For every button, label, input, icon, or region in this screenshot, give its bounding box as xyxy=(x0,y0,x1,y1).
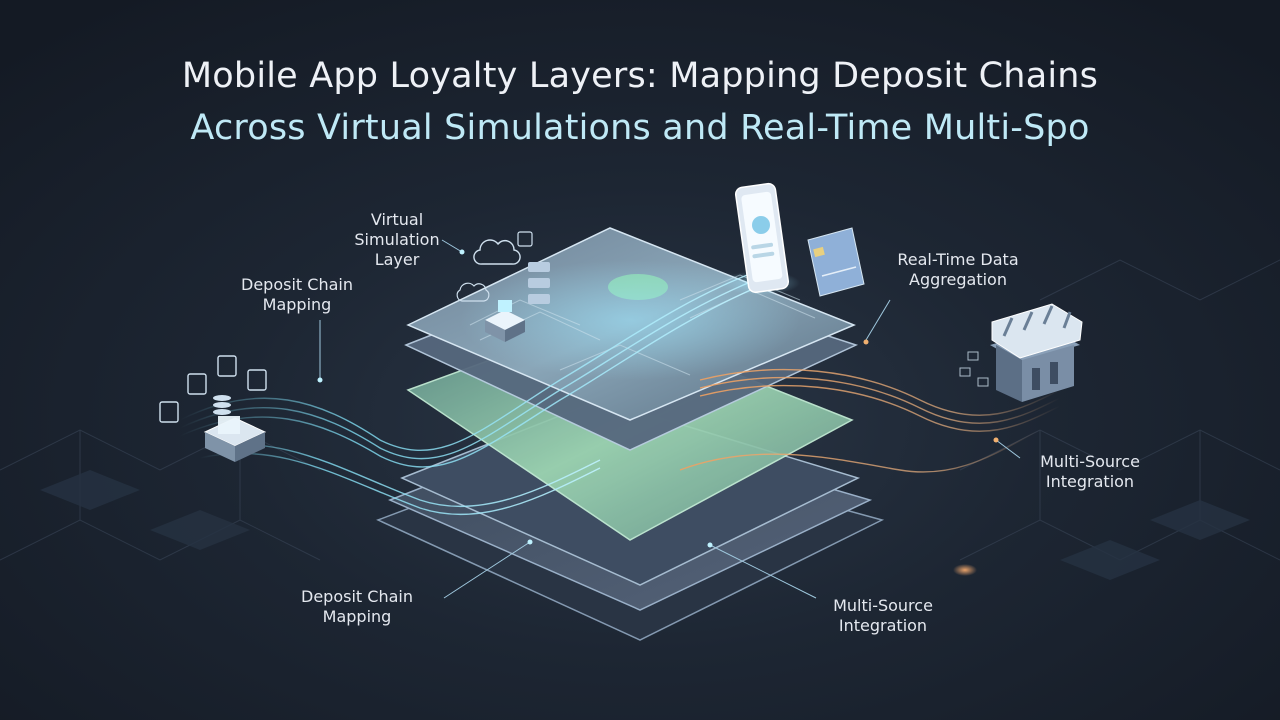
label-deposit-chain-mapping-top: Deposit Chain Mapping xyxy=(232,275,362,315)
virtual-simulation-cluster xyxy=(456,231,550,342)
label-line: Multi-Source xyxy=(1040,452,1140,471)
label-line: Mapping xyxy=(322,607,392,626)
label-line: Deposit Chain xyxy=(301,587,413,606)
cloud-icon xyxy=(473,239,521,265)
label-line: Integration xyxy=(1045,472,1135,491)
label-line: Multi-Source xyxy=(833,596,933,615)
leader-lines xyxy=(319,239,1021,599)
label-line: Simulation xyxy=(354,230,440,249)
orange-glow-point xyxy=(953,564,977,576)
smartphone-icon xyxy=(720,182,800,295)
label-line: Aggregation xyxy=(909,270,1007,289)
label-real-time-data-aggregation: Real-Time Data Aggregation xyxy=(888,250,1028,290)
label-line: Real-Time Data xyxy=(897,250,1019,269)
label-deposit-chain-mapping-bottom: Deposit Chain Mapping xyxy=(292,587,422,627)
label-line: Virtual xyxy=(370,210,424,229)
database-icon xyxy=(213,395,231,415)
left-device-cluster xyxy=(159,355,267,462)
layer-stack xyxy=(376,227,885,641)
server-cube-icon xyxy=(218,416,240,434)
label-virtual-simulation-layer: Virtual Simulation Layer xyxy=(342,210,452,270)
data-stream-right xyxy=(679,368,1061,473)
storefront-icon xyxy=(959,303,1083,402)
label-line: Mapping xyxy=(262,295,332,314)
leader-dots xyxy=(317,249,999,548)
document-icon xyxy=(187,373,207,395)
label-multi-source-integration-bottom: Multi-Source Integration xyxy=(818,596,948,636)
diagram-title-line1: Mobile App Loyalty Layers: Mapping Depos… xyxy=(181,56,1099,96)
diagram-title-line2: Across Virtual Simulations and Real-Time… xyxy=(190,108,1090,148)
label-line: Integration xyxy=(838,616,928,635)
credit-card-icon xyxy=(807,227,865,297)
label-line: Layer xyxy=(374,250,420,269)
label-line: Deposit Chain xyxy=(241,275,353,294)
data-stream-left xyxy=(179,269,761,516)
label-multi-source-integration-right: Multi-Source Integration xyxy=(1025,452,1155,492)
background-tiles xyxy=(40,470,1250,580)
